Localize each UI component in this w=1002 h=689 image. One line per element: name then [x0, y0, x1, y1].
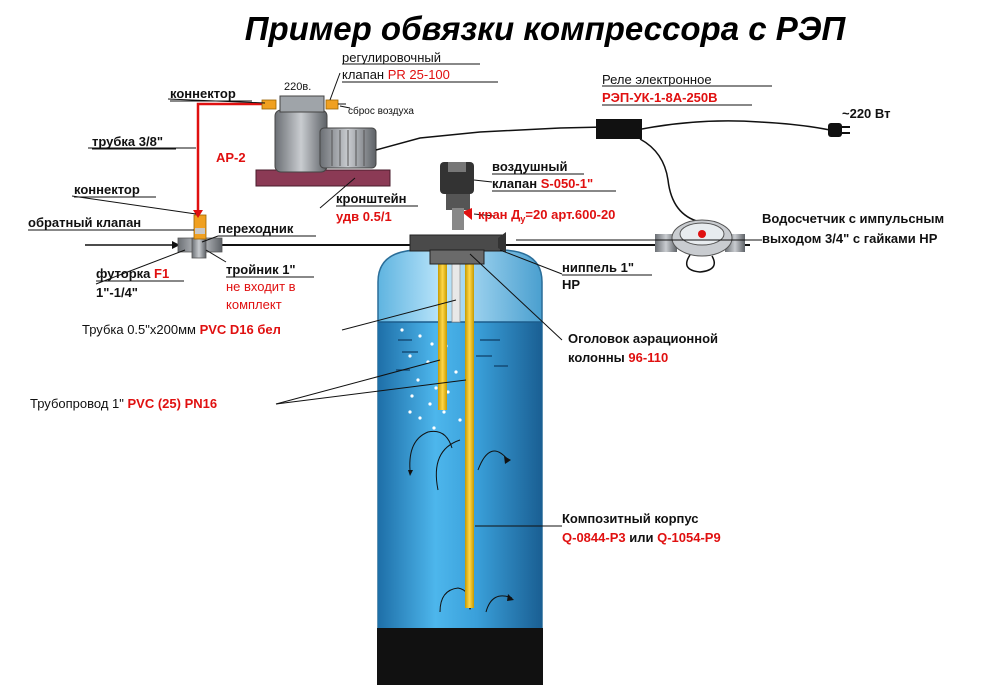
label-futorka: футорка F1	[96, 266, 169, 281]
label-bracket-code: удв 0.5/1	[336, 209, 392, 224]
diagram-title: Пример обвязки компрессора с РЭП	[245, 10, 847, 47]
label-air-release: сброс воздуха	[348, 105, 414, 117]
label-connector-top: коннектор	[170, 86, 236, 101]
label-tee: тройник 1"	[226, 262, 296, 277]
label-air-valve-1: воздушный	[492, 159, 567, 174]
label-adapter: переходник	[218, 221, 294, 236]
relay-box	[596, 119, 642, 139]
label-reg-valve-1: регулировочный	[342, 50, 441, 65]
water-meter	[655, 219, 745, 273]
label-reg-valve-2: клапан PR 25-100	[342, 67, 450, 82]
leader-lines	[28, 72, 762, 527]
label-tee-note-1: не входит в	[226, 279, 296, 294]
bracket	[255, 169, 391, 187]
label-air-valve-2: клапан S-050-1"	[492, 176, 593, 191]
label-body: Композитный корпус	[562, 511, 699, 526]
label-voltage: 220в.	[284, 81, 311, 93]
check-valve	[193, 214, 207, 240]
composite-tank	[377, 249, 543, 685]
tap-handle	[462, 208, 472, 220]
pipe-1inch-long	[465, 262, 474, 608]
label-head-1: Оголовок аэрационной	[568, 331, 718, 346]
power-plug	[828, 123, 842, 137]
label-check-valve: обратный клапан	[28, 215, 141, 230]
label-ap2: АР-2	[216, 150, 246, 165]
label-futorka-size: 1"-1/4"	[96, 285, 138, 300]
label-nipple-2: НР	[562, 277, 580, 292]
tank-base	[377, 628, 543, 685]
label-relay: Реле электронное	[602, 72, 712, 87]
label-head-2: колонны 96-110	[568, 350, 668, 365]
aeration-head	[409, 162, 506, 265]
label-tube-38: трубка 3/8"	[92, 134, 163, 149]
label-bracket: кронштейн	[336, 191, 407, 206]
label-meter-2: выходом 3/4" с гайками НР	[762, 231, 938, 246]
relay	[596, 119, 850, 223]
label-pipe: Трубопровод 1" PVC (25) PN16	[30, 396, 217, 411]
label-meter-1: Водосчетчик с импульсным	[762, 211, 944, 226]
label-power: ~220 Вт	[842, 106, 890, 121]
label-tube-05: Трубка 0.5"x200мм PVC D16 бел	[82, 322, 281, 337]
air-hose	[193, 102, 270, 218]
label-connector-mid: коннектор	[74, 182, 140, 197]
labels: коннектор 220в. регулировочный клапан PR…	[28, 50, 944, 545]
label-relay-code: РЭП-УК-1-8А-250В	[602, 90, 718, 105]
tube-05-white	[451, 261, 461, 323]
label-tee-note-2: комплект	[226, 297, 282, 312]
label-nipple: ниппель 1"	[562, 260, 634, 275]
label-body-codes: Q-0844-P3 или Q-1054-P9	[562, 530, 721, 545]
pipe-1inch-short	[438, 262, 447, 410]
compressor	[255, 95, 606, 187]
label-tap: кран Ду=20 арт.600-20	[478, 207, 615, 224]
